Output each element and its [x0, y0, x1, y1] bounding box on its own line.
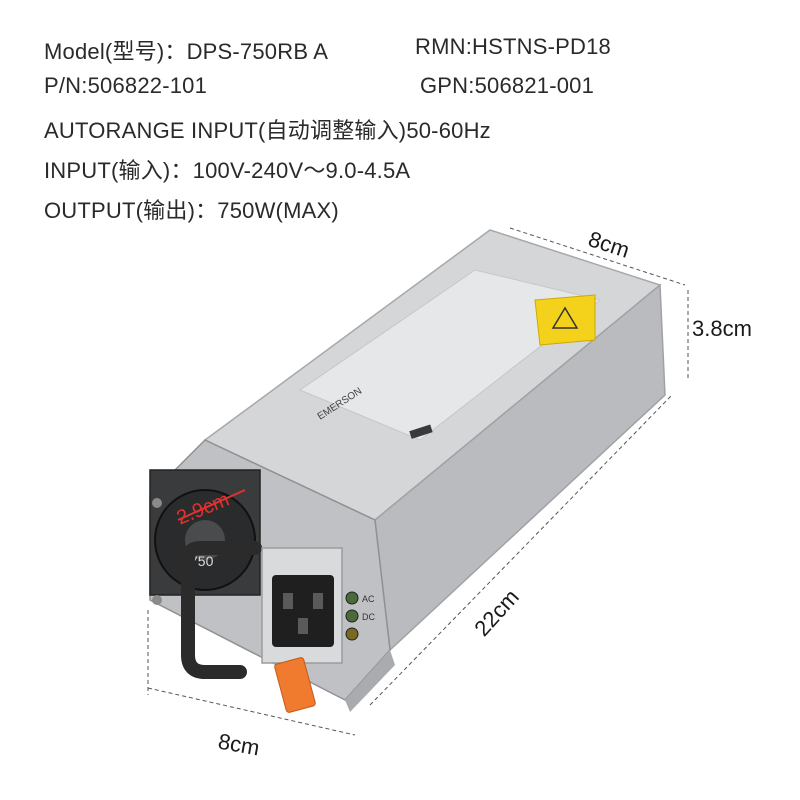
warning-triangle-icon [551, 306, 579, 329]
led-label-dc: DC [362, 612, 375, 622]
power-socket[interactable] [272, 575, 334, 647]
screw-icon [152, 498, 162, 508]
spec-output: OUTPUT(输出)：750W(MAX) [44, 198, 339, 223]
dimension-lines [147, 227, 689, 736]
handle[interactable] [181, 541, 262, 679]
top-slot [409, 424, 433, 439]
socket-pin [313, 593, 323, 609]
fan-label: 750 [190, 553, 214, 569]
socket-pin [298, 618, 308, 634]
spec-gpn: GPN:506821-001 [420, 73, 595, 98]
warning-label [534, 294, 596, 346]
led-label-ac: AC [362, 594, 375, 604]
dc-led-icon [345, 609, 359, 623]
spec-label-sticker [298, 269, 602, 441]
fan-dimension-line [177, 489, 246, 521]
spec-part-number: P/N:506822-101 [44, 73, 208, 98]
spec-rmn: RMN:HSTNS-PD18 [415, 34, 611, 59]
fault-led-icon [345, 627, 359, 641]
chassis-bottom-lip [345, 650, 395, 712]
socket-pin [283, 593, 293, 609]
release-latch[interactable] [274, 657, 316, 713]
ac-led-icon [345, 591, 359, 605]
spec-model: Model(型号)：DPS-750RB A [44, 39, 329, 64]
spec-autorange: AUTORANGE INPUT(自动调整输入)50-60Hz [44, 118, 491, 143]
spec-input: INPUT(输入)：100V-240V～9.0-4.5A [44, 158, 411, 183]
screw-icon [152, 595, 162, 605]
dimension-height: 3.8cm [692, 316, 752, 341]
